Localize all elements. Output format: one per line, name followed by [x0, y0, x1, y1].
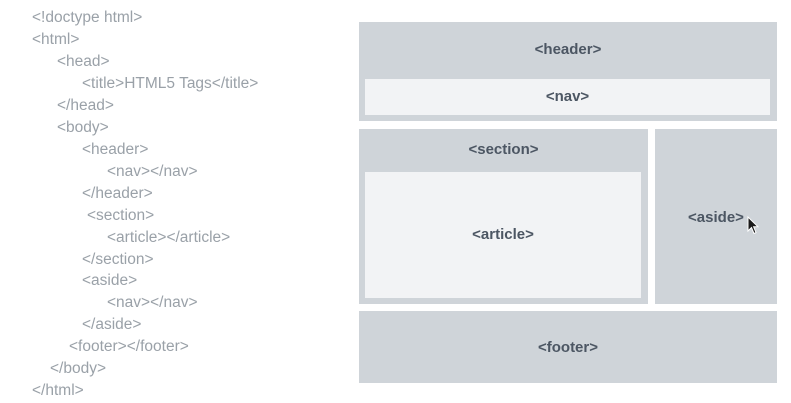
code-line-footer: <footer></footer>: [69, 338, 189, 355]
footer-label: <footer>: [537, 339, 598, 356]
section-label: <section>: [468, 141, 539, 158]
code-line-article: <article></article>: [107, 229, 231, 246]
code-line-section-close: </section>: [82, 251, 154, 268]
section-block: <section> <article>: [359, 129, 648, 304]
footer-block: <footer>: [359, 311, 777, 383]
code-line-aside-open: <aside>: [82, 272, 138, 289]
code-line-aside-close: </aside>: [82, 316, 142, 333]
aside-block: <aside>: [655, 129, 777, 304]
article-block: <article>: [365, 172, 641, 298]
header-block: <header> <nav>: [359, 22, 777, 121]
code-line-aside-nav: <nav></nav>: [107, 294, 198, 311]
code-line-header-nav: <nav></nav>: [107, 163, 198, 180]
code-line-header-close: </header>: [82, 185, 153, 202]
code-line-html-close: </html>: [32, 382, 84, 399]
aside-label: <aside>: [688, 209, 744, 226]
code-line-body-open: <body>: [57, 119, 109, 136]
code-line-header-open: <header>: [82, 141, 149, 158]
code-line-head-close: </head>: [57, 97, 114, 114]
header-label: <header>: [534, 41, 602, 58]
code-line-section-open: <section>: [87, 207, 155, 224]
mouse-pointer-icon: [747, 216, 759, 235]
code-line-html-open: <html>: [32, 31, 80, 48]
header-nav-block: <nav>: [365, 79, 770, 115]
code-line-head-open: <head>: [57, 53, 110, 70]
code-line-body-close: </body>: [50, 360, 107, 377]
article-label: <article>: [472, 226, 534, 243]
html-code-listing: <!doctype html> <html> <head> <title>HTM…: [0, 0, 340, 403]
code-line-title: <title>HTML5 Tags</title>: [82, 75, 259, 92]
code-line-doctype: <!doctype html>: [32, 9, 143, 26]
header-nav-label: <nav>: [545, 88, 590, 105]
